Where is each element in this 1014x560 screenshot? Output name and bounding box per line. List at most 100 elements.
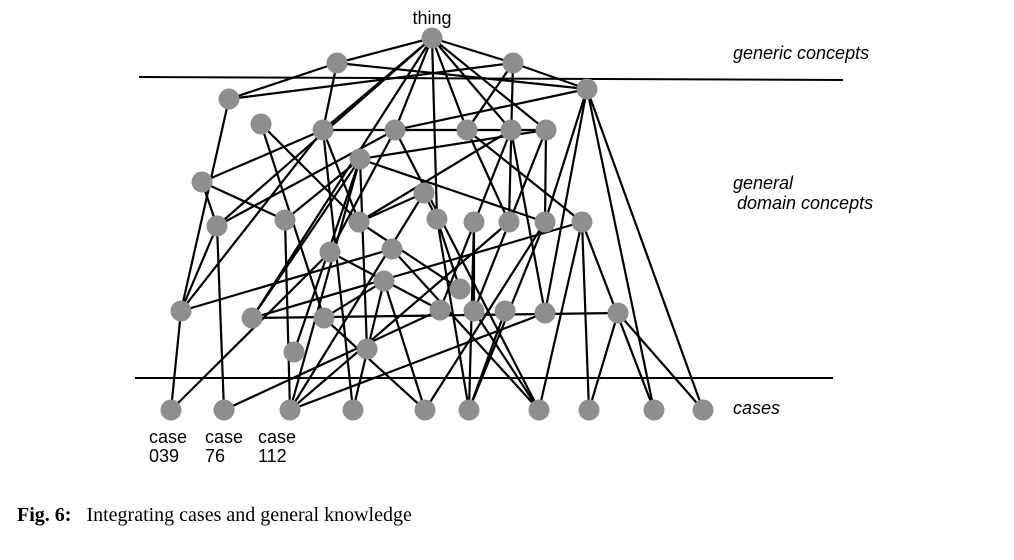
edge-thing-a3	[322, 37, 433, 131]
edge-a2-d3	[260, 123, 360, 223]
node-k1	[160, 399, 182, 421]
edge-d1-h1	[179, 225, 219, 312]
caption-text: Integrating cases and general knowledge	[86, 504, 412, 526]
edge-c2-d3	[358, 191, 425, 224]
edge-g2-g3	[512, 61, 588, 91]
node-a6	[500, 119, 522, 141]
general-domain-concepts-label-line2: domain concepts	[737, 193, 873, 213]
edge-thing-a7	[431, 37, 547, 131]
edge-h8-k10	[617, 312, 704, 411]
edge-a3-h1	[180, 129, 324, 312]
node-k8	[578, 399, 600, 421]
node-a3	[312, 119, 334, 141]
edge-e2-h1	[180, 247, 393, 313]
edge-c2-k3	[289, 192, 425, 411]
edge-g3-h7	[543, 88, 589, 314]
edge-g3-k10	[585, 88, 705, 411]
edge-f1-h3	[323, 280, 385, 319]
edge-h7-k3	[289, 311, 546, 412]
edge-thing-a5	[430, 37, 469, 131]
node-g1	[326, 52, 348, 74]
edge-h6-k6	[467, 310, 507, 411]
case-039-label-line2: 039	[149, 446, 179, 466]
edge-g3-k9	[585, 88, 656, 411]
layer-separators	[135, 76, 844, 379]
node-c2	[413, 182, 435, 204]
edge-e1-k1	[170, 251, 331, 411]
caption-prefix: Fig. 6:	[17, 504, 72, 526]
case-112-label-line1: case	[258, 427, 296, 447]
node-k3	[279, 399, 301, 421]
node-i2	[356, 338, 378, 360]
edge-a1-g2	[228, 61, 514, 101]
general-domain-concepts-label-line1: general	[733, 173, 794, 193]
edge-a4-k7	[394, 129, 540, 411]
edge-b1-h2	[251, 158, 361, 319]
node-a2	[250, 113, 272, 135]
node-k6	[458, 399, 480, 421]
edge-g3-a4	[394, 87, 588, 132]
node-d7	[534, 211, 556, 233]
node-e1	[319, 241, 341, 263]
edge-d4-f2	[435, 218, 462, 290]
edge-b1-k3	[288, 158, 362, 411]
case-76-label-line1: case	[205, 427, 243, 447]
node-k9	[643, 399, 665, 421]
edge-thing-g1	[336, 36, 433, 65]
node-h6	[494, 300, 516, 322]
node-k4	[342, 399, 364, 421]
node-d5	[463, 211, 485, 233]
node-h8	[607, 302, 629, 324]
node-thing	[421, 27, 443, 49]
node-d4	[426, 208, 448, 230]
node-k2	[213, 399, 235, 421]
node-h1	[170, 300, 192, 322]
node-f1	[373, 270, 395, 292]
edge-b1-d7	[359, 157, 546, 224]
node-a7	[535, 119, 557, 141]
node-g2	[502, 52, 524, 74]
cases-label: cases	[733, 398, 780, 418]
edge-g2-d6	[507, 62, 515, 223]
edge-g1-g3	[336, 61, 588, 91]
node-k5	[414, 399, 436, 421]
node-k7	[528, 399, 550, 421]
case-76-label-line2: 76	[205, 446, 225, 466]
case-039-label-line1: case	[149, 427, 187, 447]
edge-a6-h7	[509, 129, 547, 314]
figure-caption: Fig. 6: Integrating cases and general kn…	[17, 504, 412, 527]
node-d8	[571, 211, 593, 233]
edge-a6-d3	[358, 129, 512, 223]
edge-a3-k4	[321, 129, 355, 411]
node-f2	[449, 278, 471, 300]
node-g3	[576, 78, 598, 100]
node-d6	[498, 211, 520, 233]
node-b1	[349, 148, 371, 170]
edge-d8-h2	[251, 220, 583, 320]
edge-b1-d2	[284, 158, 361, 221]
node-d3	[348, 211, 370, 233]
edge-g1-a3	[321, 62, 339, 131]
node-d2	[274, 209, 296, 231]
node-h7	[534, 302, 556, 324]
edge-h1-k1	[169, 310, 183, 411]
node-a1	[218, 88, 240, 110]
network-nodes	[160, 27, 714, 421]
case-112-label-line2: 112	[258, 446, 287, 466]
thing-label: thing	[412, 8, 451, 28]
node-k10	[692, 399, 714, 421]
node-a4	[384, 119, 406, 141]
node-h3	[313, 307, 335, 329]
edge-g3-d7	[543, 88, 589, 223]
edge-thing-a4	[393, 37, 434, 131]
edge-g1-a1	[228, 61, 338, 101]
generic-concepts-label: generic concepts	[733, 43, 869, 63]
edge-c1-d2	[201, 180, 286, 222]
node-d1	[206, 215, 228, 237]
edge-h4-k2	[223, 309, 441, 411]
edge-a1-h1	[179, 98, 231, 312]
edge-c1-a3	[201, 128, 324, 184]
edge-d1-k2	[215, 225, 226, 411]
edge-d8-k8	[580, 221, 591, 411]
